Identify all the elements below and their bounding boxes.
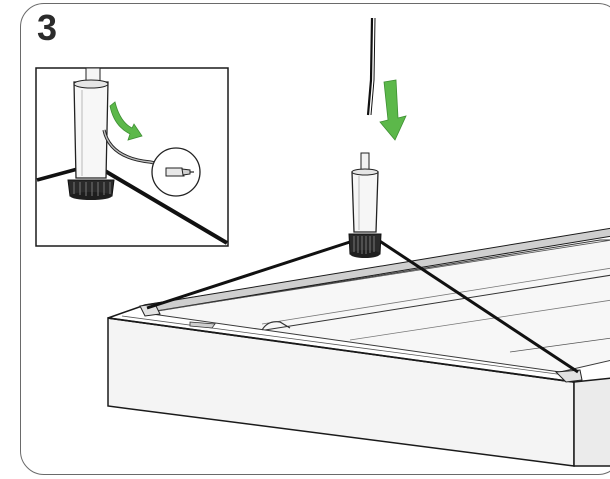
hanging-cable: [366, 17, 376, 116]
step-number: 3: [37, 7, 58, 48]
arrow-down-icon: [379, 79, 407, 141]
hanger-cylinder: [348, 152, 382, 258]
light-fixture: [107, 227, 610, 467]
suspension-wires: [146, 234, 579, 374]
curved-arrow-icon: [109, 101, 143, 141]
inset-detail: [35, 67, 229, 247]
